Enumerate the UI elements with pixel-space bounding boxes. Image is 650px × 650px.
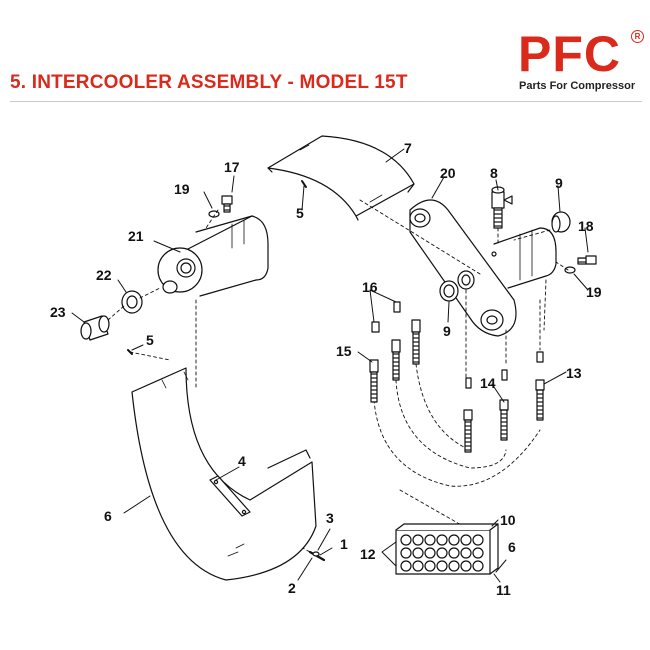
callout-12: 12: [360, 546, 376, 562]
callout-20: 20: [440, 165, 456, 181]
callout-22: 22: [96, 267, 112, 283]
callout-19-left: 19: [174, 181, 190, 197]
bolt-part-18: [577, 255, 597, 265]
logo-letters: PFC: [518, 26, 621, 82]
callout-14: 14: [480, 375, 496, 391]
tube-fitting-part-14b: [463, 377, 473, 453]
callout-2: 2: [288, 580, 296, 596]
callout-3: 3: [326, 510, 334, 526]
registered-mark: R: [631, 30, 644, 43]
callout-11: 11: [496, 582, 511, 598]
callout-16: 16: [362, 279, 378, 295]
callout-15: 15: [336, 343, 352, 359]
tube-fitting-part-15: [369, 359, 379, 403]
callout-19-right: 19: [586, 284, 602, 300]
callout-17: 17: [224, 159, 240, 175]
callout-13: 13: [566, 365, 582, 381]
callout-9-upper: 9: [555, 175, 563, 191]
tube-fitting-part-16a: [371, 301, 401, 381]
pfc-logo: PFC R Parts For Compressor: [518, 26, 644, 96]
tube-fitting-part-16b: [411, 319, 421, 365]
screw-part-5-lower: [127, 349, 133, 355]
leader-lines: [71, 148, 589, 583]
shroud-top-part-7: [267, 135, 415, 221]
tube-fitting-part-14: [499, 369, 509, 441]
callout-9-lower: 9: [443, 323, 451, 339]
screw-part-5-upper: [301, 180, 307, 188]
drain-valve-part-8: [491, 186, 513, 229]
callout-4: 4: [238, 453, 246, 469]
callout-5-lower: 5: [146, 332, 154, 348]
title-divider: [10, 101, 642, 102]
washer-part-19-right: [564, 266, 576, 274]
callout-6-right: 6: [508, 539, 516, 555]
callout-labels: 1 2 3 4 5 5 6 6 7 8 9 9 10 11 12 13 14 1…: [50, 140, 602, 598]
plug-part-9-lower: [439, 280, 459, 302]
logo-tagline: Parts For Compressor: [519, 80, 636, 92]
bolt-part-17: [221, 195, 233, 213]
intercooler-tank-left-part-21: [157, 215, 269, 297]
callout-23: 23: [50, 304, 66, 320]
page-title: 5. INTERCOOLER ASSEMBLY - MODEL 15T: [10, 72, 408, 93]
plug-part-9-upper: [551, 211, 571, 233]
callout-21: 21: [128, 228, 144, 244]
callout-5-upper: 5: [296, 205, 304, 221]
intercooler-tank-right: [493, 227, 557, 289]
callout-1: 1: [340, 536, 348, 552]
fitting-part-23: [80, 315, 110, 341]
callout-8: 8: [490, 165, 498, 181]
tube-fitting-part-13: [535, 351, 545, 421]
mounting-bracket-part-20: [409, 199, 517, 337]
callout-10: 10: [500, 512, 516, 528]
hardware-part-1-2-3: [308, 550, 326, 562]
callout-18: 18: [578, 218, 594, 234]
cooler-core-part-10: [395, 523, 499, 575]
alignment-lines-right: [359, 199, 569, 531]
gasket-part-22: [121, 290, 143, 314]
callout-6-left: 6: [104, 508, 112, 524]
shroud-wrap-part-6: [131, 367, 317, 581]
callout-7: 7: [404, 140, 412, 156]
core-tube-grid: [400, 534, 484, 572]
